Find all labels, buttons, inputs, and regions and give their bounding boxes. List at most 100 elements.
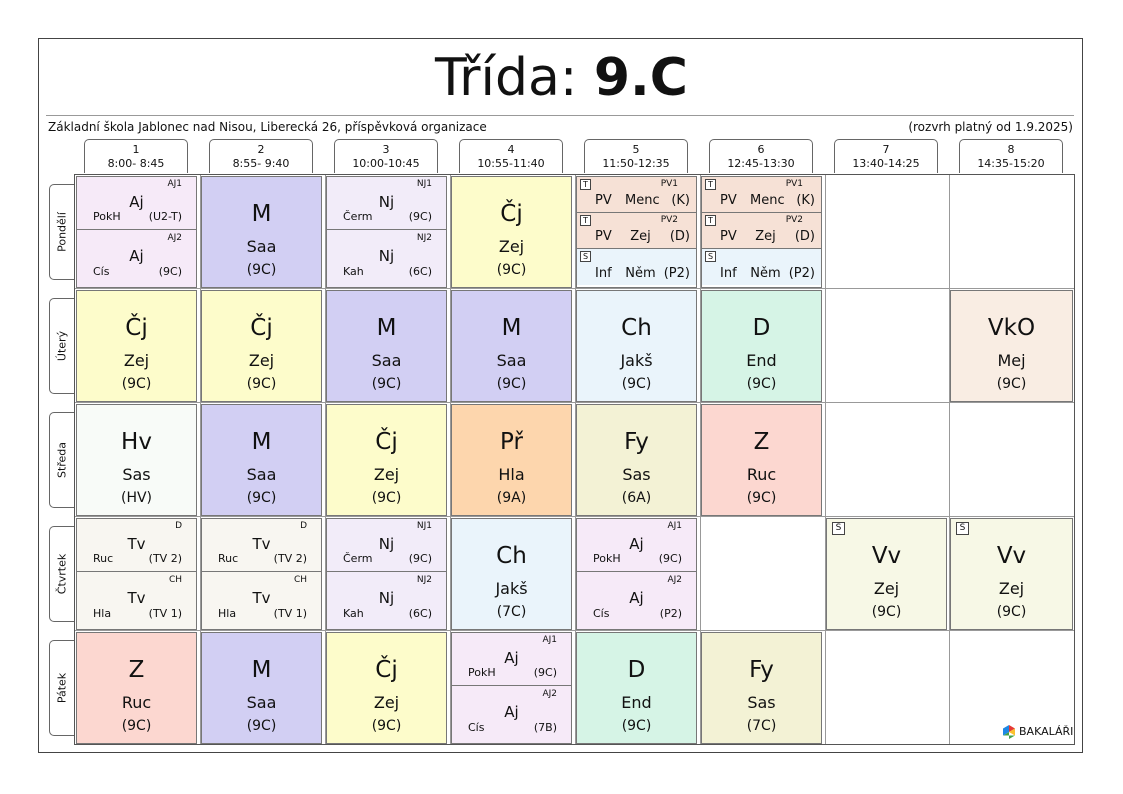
lesson-group: AJ1	[542, 635, 557, 645]
lesson-flag: S	[832, 522, 845, 535]
lesson-subject: Z	[753, 429, 770, 455]
period-time: 14:35-15:20	[977, 157, 1045, 170]
lesson-room: (9C)	[121, 376, 152, 392]
lesson-subject: M	[376, 315, 397, 341]
lesson-teacher: Čerm	[343, 210, 373, 223]
lesson-room: (TV 1)	[148, 607, 182, 620]
lesson-teacher: Hla	[93, 607, 112, 620]
lesson-subject: D	[752, 315, 771, 341]
lesson-subject: Aj	[504, 649, 519, 667]
grid-vline	[949, 175, 950, 744]
period-time: 8:00- 8:45	[107, 157, 165, 170]
lesson-subject: Nj	[378, 535, 395, 553]
lesson-room: (K)	[796, 193, 815, 208]
lesson-room: (9C)	[621, 718, 652, 734]
grid-vline	[575, 175, 576, 744]
lesson-subject: Př	[500, 429, 523, 455]
day-header: Pondělí	[49, 184, 74, 280]
lesson-teacher: Zej	[498, 237, 525, 256]
lesson-teacher: PokH	[468, 666, 496, 679]
lesson-teacher: End	[746, 351, 777, 370]
brand-logo: BAKALÁŘI	[1002, 725, 1073, 739]
grid-vline	[325, 175, 326, 744]
lesson-group: PV2	[660, 215, 678, 225]
lesson-group: NJ1	[416, 179, 432, 189]
lesson-flag: T	[580, 179, 591, 190]
period-time: 10:55-11:40	[477, 157, 545, 170]
lesson-teacher: Zej	[123, 351, 150, 370]
lesson-teacher: Kah	[343, 265, 364, 278]
lesson-subject: Hv	[121, 429, 152, 455]
lesson-room: (7C)	[746, 718, 777, 734]
lesson-room: (9C)	[408, 210, 432, 223]
lesson-teacher: Ruc	[121, 693, 152, 712]
period-number: 1	[132, 143, 140, 156]
lesson-room: (9C)	[496, 262, 527, 278]
lesson-subject: Nj	[378, 193, 395, 211]
lesson-subject: Čj	[375, 429, 398, 455]
grid-vline	[200, 175, 201, 744]
lesson-subject: Inf	[720, 266, 737, 281]
lesson-subject: PV	[720, 229, 737, 244]
lesson-group: AJ2	[667, 575, 682, 585]
lesson-teacher: Jakš	[495, 579, 528, 598]
lesson-subject: M	[251, 201, 272, 227]
lesson-teacher: Sas	[122, 465, 151, 484]
grid-vline	[700, 175, 701, 744]
lesson-subject: PV	[595, 193, 612, 208]
bakalari-logo-icon	[1003, 725, 1015, 739]
lesson-room: (9C)	[533, 666, 557, 679]
lesson-subject: Vv	[871, 543, 902, 569]
lesson-flag: T	[705, 215, 716, 226]
lesson-teacher: Zej	[630, 229, 651, 244]
lesson-teacher: Ruc	[93, 552, 114, 565]
lesson-subject: Tv	[127, 589, 146, 607]
lesson-room: (HV)	[120, 490, 153, 506]
lesson-room: (TV 1)	[273, 607, 307, 620]
lesson-room: (TV 2)	[148, 552, 182, 565]
lesson-group: NJ1	[416, 521, 432, 531]
period-number: 3	[382, 143, 390, 156]
lesson-teacher: Saa	[371, 351, 402, 370]
lesson-room: (9A)	[496, 490, 527, 506]
lesson-room: (P2)	[788, 266, 815, 281]
lesson-subject: Aj	[629, 589, 644, 607]
lesson-subject: PV	[720, 193, 737, 208]
lesson-teacher: Hla	[498, 465, 525, 484]
lesson-room: (9C)	[246, 376, 277, 392]
lesson-room: (6C)	[408, 265, 432, 278]
lesson-group: AJ2	[542, 689, 557, 699]
grid-hline	[75, 288, 1074, 289]
period-number: 8	[1007, 143, 1015, 156]
period-time: 13:40-14:25	[852, 157, 920, 170]
lesson-group: PV1	[785, 179, 803, 189]
lesson-room: (9C)	[371, 376, 402, 392]
lesson-room: (U2-T)	[148, 210, 182, 223]
lesson-group: D	[175, 521, 182, 531]
lesson-flag: T	[580, 215, 591, 226]
lesson-subject: D	[627, 657, 646, 683]
